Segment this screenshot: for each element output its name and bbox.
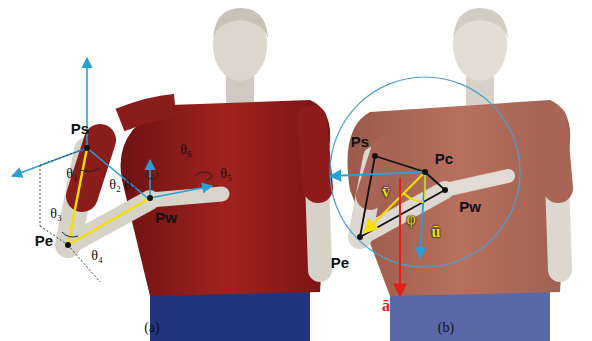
point-label: Pw	[459, 199, 481, 214]
joint-angle: θ₅	[220, 167, 232, 181]
point-label: Pe	[331, 255, 349, 270]
point-label: Pe	[35, 233, 53, 248]
joint-angle: θ₁	[66, 167, 78, 181]
joint-angle: θ₄	[91, 249, 103, 263]
vector-label: ā	[382, 298, 390, 314]
joint-angle: θ₂	[109, 178, 121, 192]
joint-angle: θ₃	[50, 207, 62, 221]
vector-label: ū	[432, 224, 441, 240]
kinematic-frames-a	[12, 58, 212, 282]
subfigure-caption: (a)	[144, 321, 160, 335]
point-label: Pw	[155, 210, 177, 225]
angle-label: φ	[406, 211, 415, 227]
subfigure-caption: (b)	[438, 321, 454, 335]
point-label: Ps	[351, 134, 369, 149]
point-label: Pc	[435, 151, 453, 166]
mannequin-a	[68, 8, 330, 341]
swivel-geometry-b	[330, 77, 520, 296]
point-label: Ps	[71, 121, 89, 136]
joint-angle: θ₆	[180, 143, 192, 157]
vector-label: v̄	[382, 184, 390, 200]
joint-angle: θ₇	[124, 179, 136, 193]
